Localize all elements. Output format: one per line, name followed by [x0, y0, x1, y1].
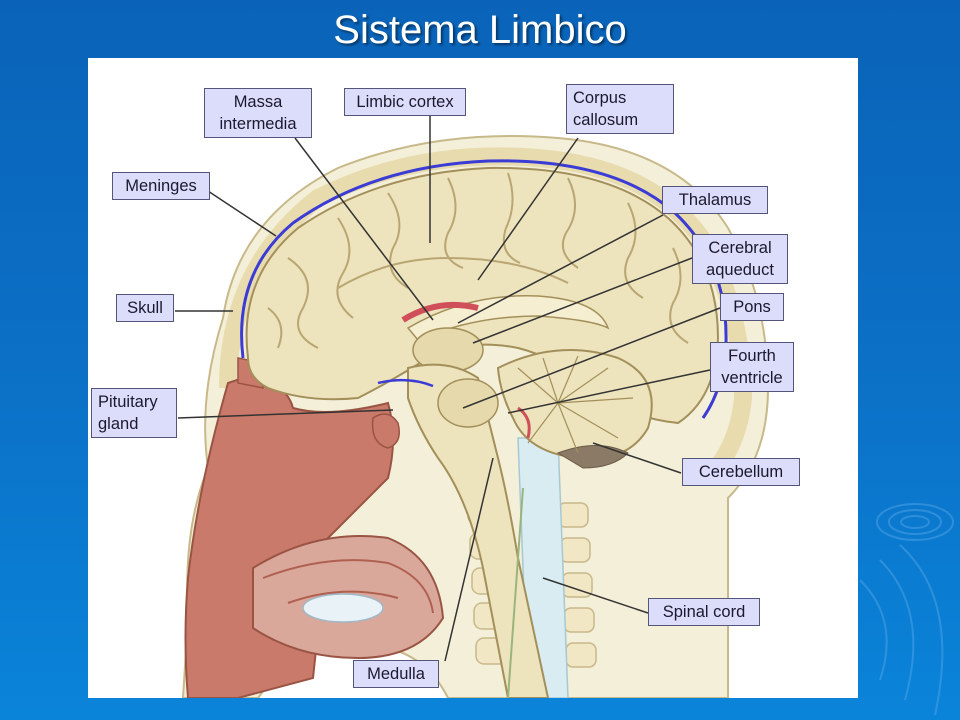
label-pons: Pons: [720, 293, 784, 321]
label-cerebral-aqueduct: Cerebral aqueduct: [692, 234, 788, 284]
label-corpus-callosum: Corpus callosum: [566, 84, 674, 134]
slide-title: Sistema Limbico: [333, 8, 627, 52]
nasal-cavity: [184, 371, 394, 698]
label-fourth-ventricle: Fourth ventricle: [710, 342, 794, 392]
label-pituitary-gland: Pituitary gland: [91, 388, 177, 438]
label-thalamus: Thalamus: [662, 186, 768, 214]
label-meninges: Meninges: [112, 172, 210, 200]
leader-lines: [175, 113, 721, 662]
label-skull: Skull: [116, 294, 174, 322]
label-spinal-cord: Spinal cord: [648, 598, 760, 626]
label-massa-intermedia: Massa intermedia: [204, 88, 312, 138]
meninges-line: [240, 159, 728, 419]
brain-sagittal-illustration: [175, 113, 770, 698]
diagram-panel: Massa intermedia Limbic cortex Corpus ca…: [88, 58, 858, 698]
pons-shape: [437, 378, 499, 428]
label-medulla: Medulla: [353, 660, 439, 688]
label-limbic-cortex: Limbic cortex: [344, 88, 466, 116]
label-cerebellum: Cerebellum: [682, 458, 800, 486]
